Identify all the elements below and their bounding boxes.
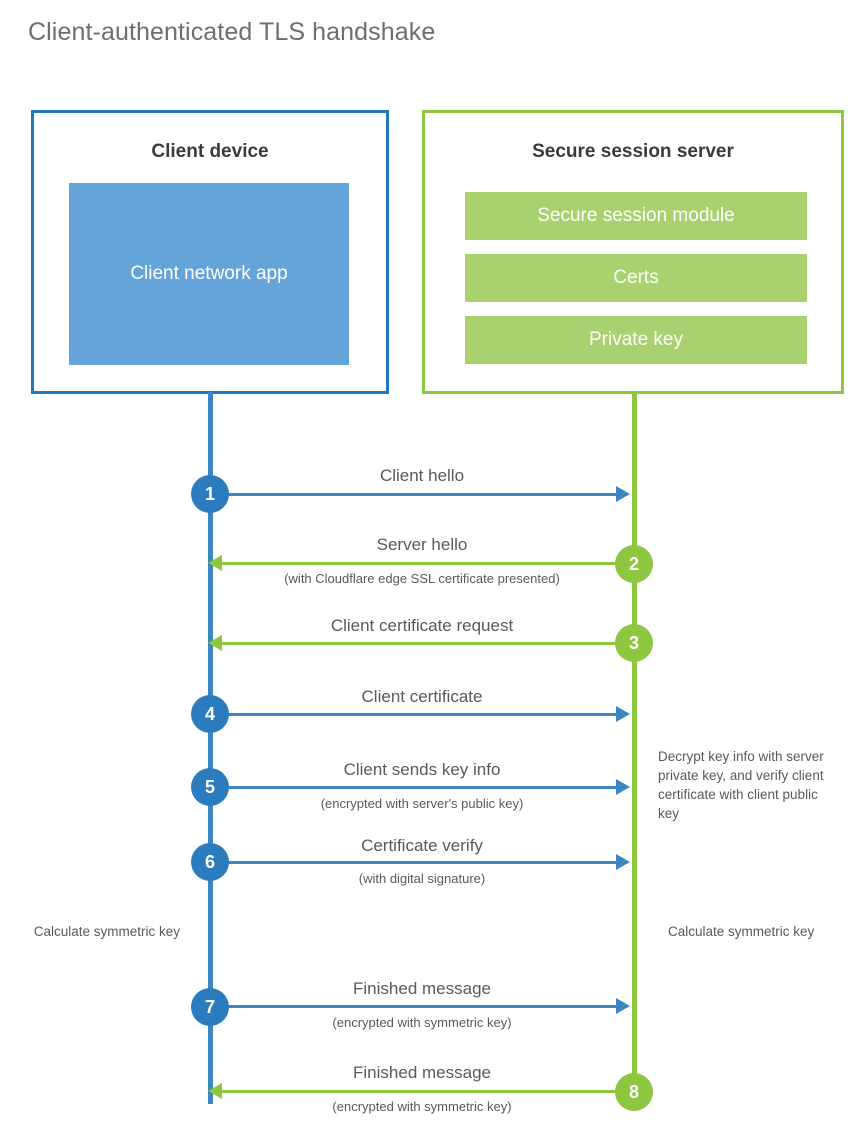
step-5-badge: 5 <box>191 768 229 806</box>
step-6-arrowhead-icon <box>616 854 630 870</box>
step-6-label: Certificate verify <box>361 836 483 855</box>
step-6-badge: 6 <box>191 843 229 881</box>
client-lifeline <box>208 392 213 1104</box>
step-4-label: Client certificate <box>361 687 483 706</box>
step-3-arrow-line <box>222 642 634 645</box>
step-8-arrowhead-icon <box>208 1083 222 1099</box>
server-lifeline <box>632 392 637 1094</box>
step-3-arrowhead-icon <box>208 635 222 651</box>
step-5-label: Client sends key info <box>343 760 501 779</box>
private-key-block: Private key <box>465 316 807 364</box>
step-2-arrowhead-icon <box>208 555 222 571</box>
secure-session-server-title: Secure session server <box>532 141 734 162</box>
step-7-number: 7 <box>204 996 215 1017</box>
step-2-number: 2 <box>628 553 639 574</box>
calculate-symmetric-key-client-note: Calculate symmetric key <box>33 924 180 939</box>
calculate-symmetric-key-server-note: Calculate symmetric key <box>668 924 815 939</box>
client-network-app-block: Client network app <box>69 183 349 365</box>
step-2-label: Server hello <box>376 535 468 554</box>
client-network-app-label: Client network app <box>130 263 288 285</box>
step-3-label: Client certificate request <box>330 616 514 635</box>
step-8-sublabel: (encrypted with symmetric key) <box>332 1099 512 1114</box>
step-7-sublabel: (encrypted with symmetric key) <box>332 1015 512 1030</box>
step-1-arrow-line <box>210 493 618 496</box>
step-4-arrow-line <box>210 713 618 716</box>
step-1-arrowhead-icon <box>616 486 630 502</box>
step-3-badge: 3 <box>615 624 653 662</box>
step-7-label: Finished message <box>353 979 491 998</box>
step-5-arrow-line <box>210 786 618 789</box>
step-1-label: Client hello <box>379 466 465 485</box>
client-device-title: Client device <box>151 141 269 162</box>
decrypt-key-info-note: Decrypt key info with server private key… <box>658 749 824 822</box>
step-5-sublabel: (encrypted with server's public key) <box>320 796 524 811</box>
step-4-badge: 4 <box>191 695 229 733</box>
step-6-sublabel: (with digital signature) <box>358 871 486 886</box>
step-8-label: Finished message <box>353 1063 491 1082</box>
client-device-box: Client device Client network app <box>31 110 389 394</box>
step-2-sublabel: (with Cloudflare edge SSL certificate pr… <box>284 571 560 586</box>
page-title: Client-authenticated TLS handshake <box>28 18 436 46</box>
step-8-badge: 8 <box>615 1073 653 1111</box>
private-key-label: Private key <box>589 329 683 350</box>
step-8-number: 8 <box>628 1081 639 1102</box>
step-8-arrow-line <box>222 1090 634 1093</box>
step-6-arrow-line <box>210 861 618 864</box>
step-1-number: 1 <box>204 483 215 504</box>
step-3-number: 3 <box>628 632 639 653</box>
step-7-badge: 7 <box>191 988 229 1026</box>
step-2-badge: 2 <box>615 545 653 583</box>
step-5-arrowhead-icon <box>616 779 630 795</box>
step-4-number: 4 <box>204 703 215 724</box>
step-7-arrowhead-icon <box>616 998 630 1014</box>
secure-session-server-box: Secure session server Secure session mod… <box>422 110 844 394</box>
secure-session-module-label: Secure session module <box>537 205 735 226</box>
step-4-arrowhead-icon <box>616 706 630 722</box>
certs-block: Certs <box>465 254 807 302</box>
secure-session-module-block: Secure session module <box>465 192 807 240</box>
step-1-badge: 1 <box>191 475 229 513</box>
step-2-arrow-line <box>222 562 634 565</box>
step-7-arrow-line <box>210 1005 618 1008</box>
step-6-number: 6 <box>204 851 215 872</box>
certs-label: Certs <box>613 267 659 288</box>
step-5-number: 5 <box>204 776 215 797</box>
